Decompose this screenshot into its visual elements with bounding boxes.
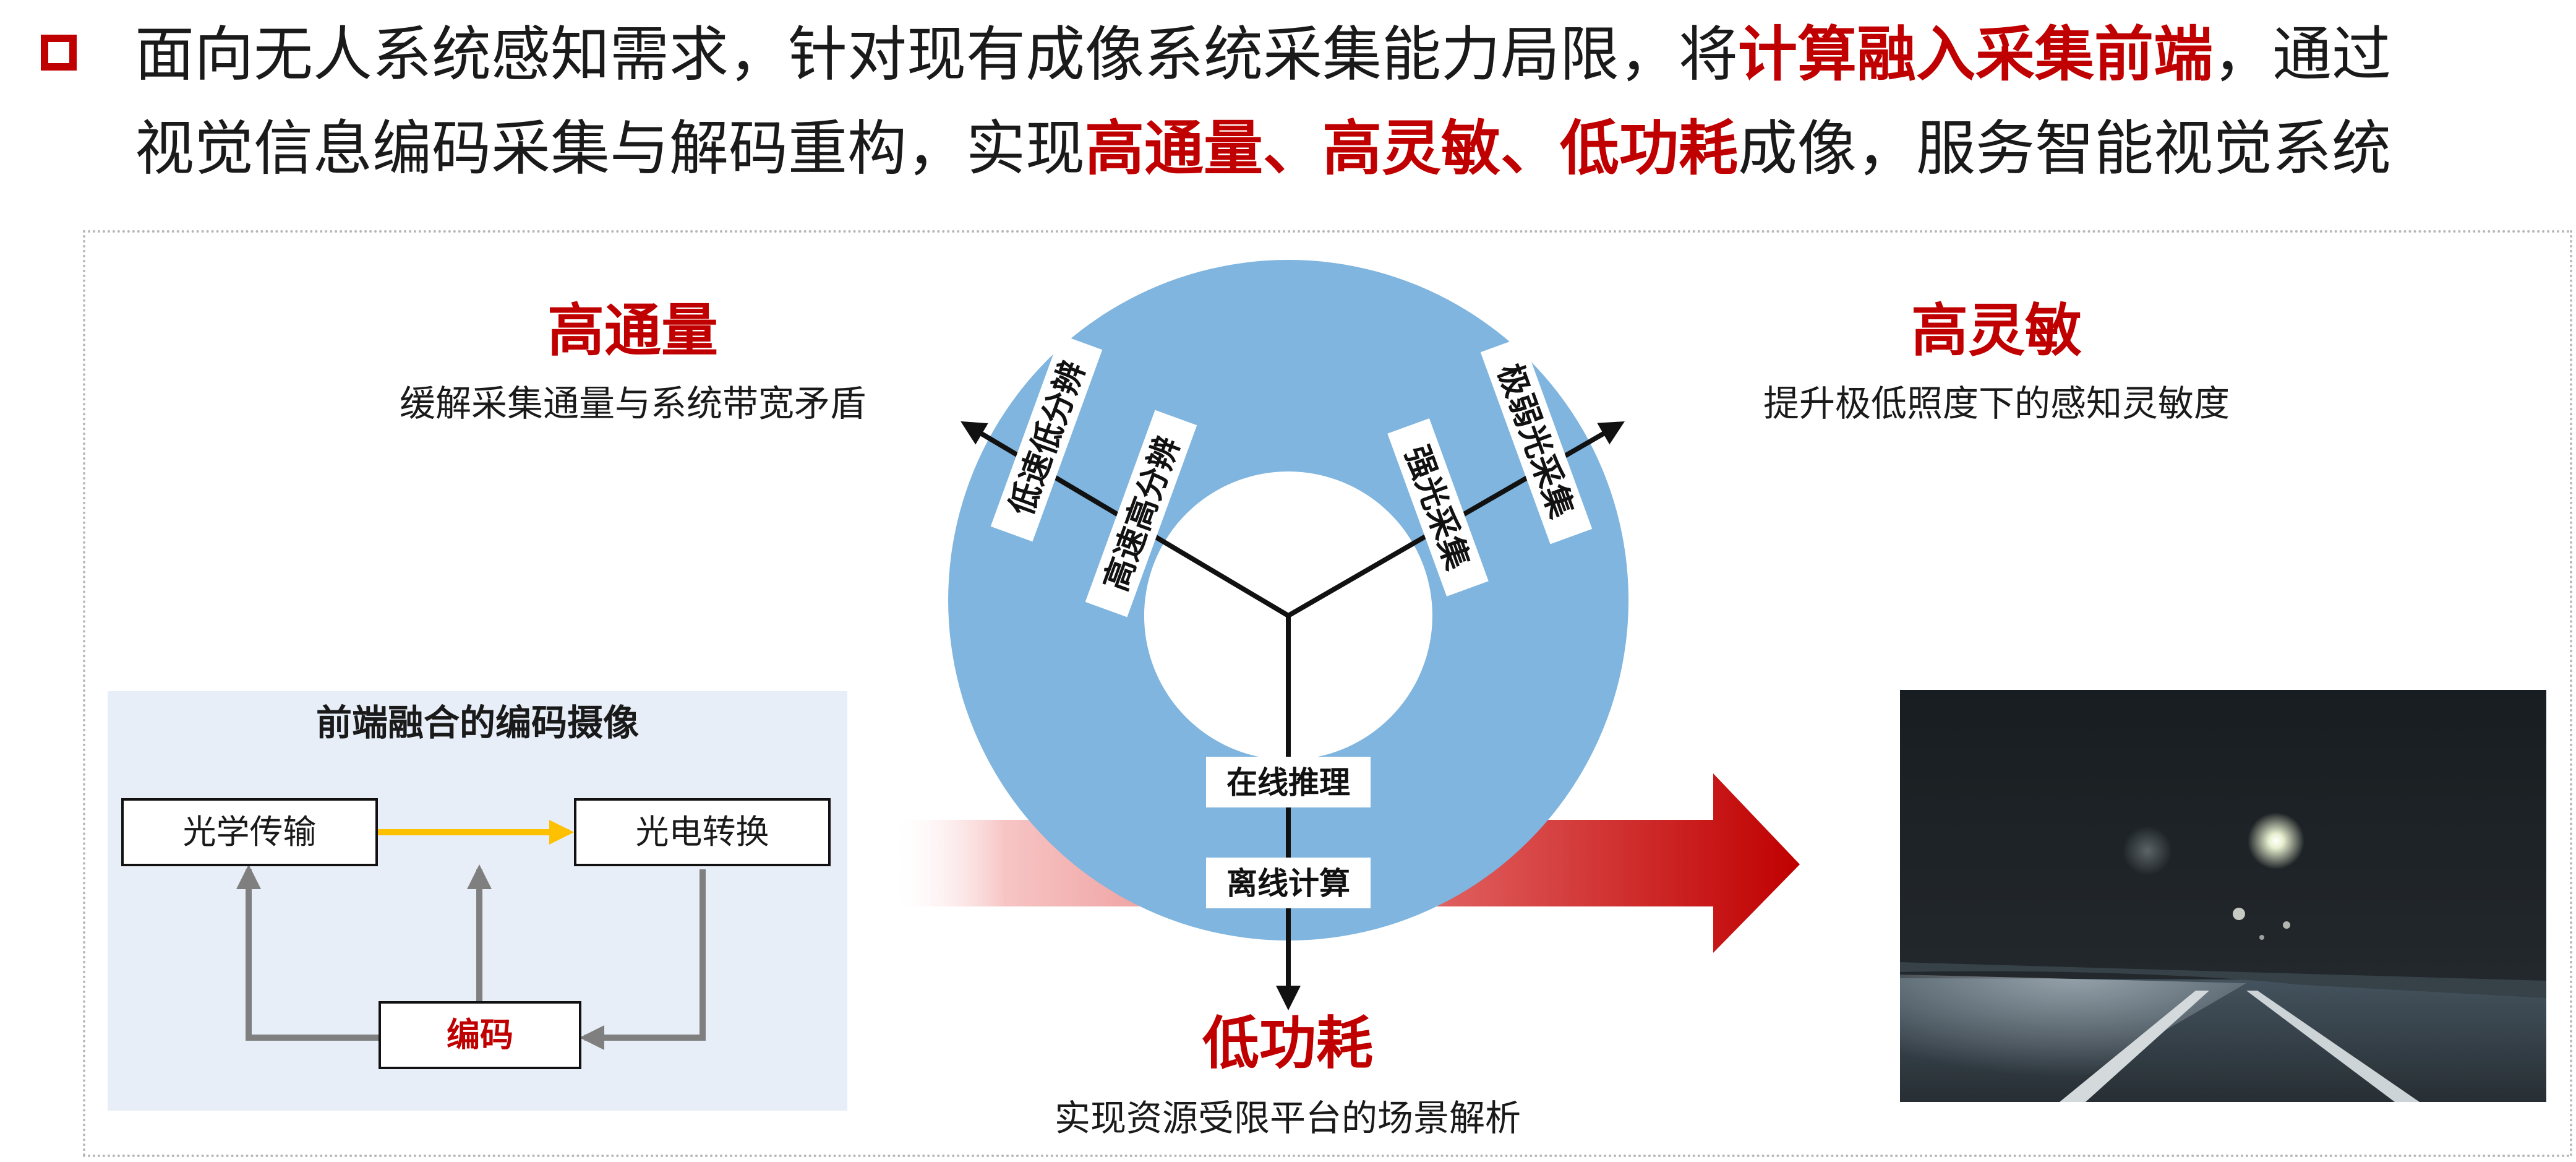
chip-offline-compute-text: 离线计算 bbox=[1226, 866, 1350, 902]
chip-online-inference-text: 在线推理 bbox=[1226, 765, 1350, 801]
high-sensitivity-desc: 提升极低照度下的感知灵敏度 bbox=[1763, 382, 2230, 424]
encoding-box: 编码 bbox=[379, 1001, 581, 1069]
header-line-1: 面向无人系统感知需求，针对现有成像系统采集能力局限，将计算融入采集前端，通过 bbox=[135, 17, 2547, 92]
header-line1-segment-2: ，通过 bbox=[2213, 20, 2391, 89]
header-bullet-icon bbox=[41, 35, 77, 71]
photoelectric-conversion-box: 光电转换 bbox=[574, 798, 831, 866]
low-power-title: 低功耗 bbox=[1202, 1010, 1373, 1077]
header-line2-segment-0: 视觉信息编码采集与解码重构，实现 bbox=[135, 114, 1085, 183]
flow-arrow-encode-to-optical bbox=[236, 864, 379, 1041]
night-road-photo bbox=[1900, 690, 2546, 1102]
optical-transmission-box: 光学传输 bbox=[121, 798, 378, 866]
high-sensitivity-title: 高灵敏 bbox=[1911, 298, 2082, 364]
high-throughput-desc: 缓解采集通量与系统带宽矛盾 bbox=[399, 382, 866, 424]
header-line1-segment-1: 计算融入采集前端 bbox=[1738, 20, 2213, 89]
flow-arrow-photoelectric-to-encode bbox=[580, 869, 706, 1050]
header-line-2: 视觉信息编码采集与解码重构，实现高通量、高灵敏、低功耗成像，服务智能视觉系统 bbox=[135, 111, 2547, 186]
coded-camera-title: 前端融合的编码摄像 bbox=[315, 702, 639, 744]
header-line2-segment-2: 成像，服务智能视觉系统 bbox=[1738, 114, 2391, 183]
header-line1-segment-0: 面向无人系统感知需求，针对现有成像系统采集能力局限，将 bbox=[135, 20, 1738, 89]
high-throughput-title: 高通量 bbox=[547, 298, 718, 364]
capability-ring bbox=[948, 260, 1629, 941]
header-line2-segment-1: 高通量、高灵敏、低功耗 bbox=[1085, 114, 1738, 183]
diagram-frame bbox=[83, 230, 2572, 1157]
low-power-desc: 实现资源受限平台的场景解析 bbox=[1054, 1097, 1521, 1139]
chip-online-inference: 在线推理 bbox=[1206, 757, 1371, 807]
chip-offline-compute: 离线计算 bbox=[1206, 858, 1371, 908]
night-road-photo-drawing bbox=[1900, 690, 2546, 1102]
